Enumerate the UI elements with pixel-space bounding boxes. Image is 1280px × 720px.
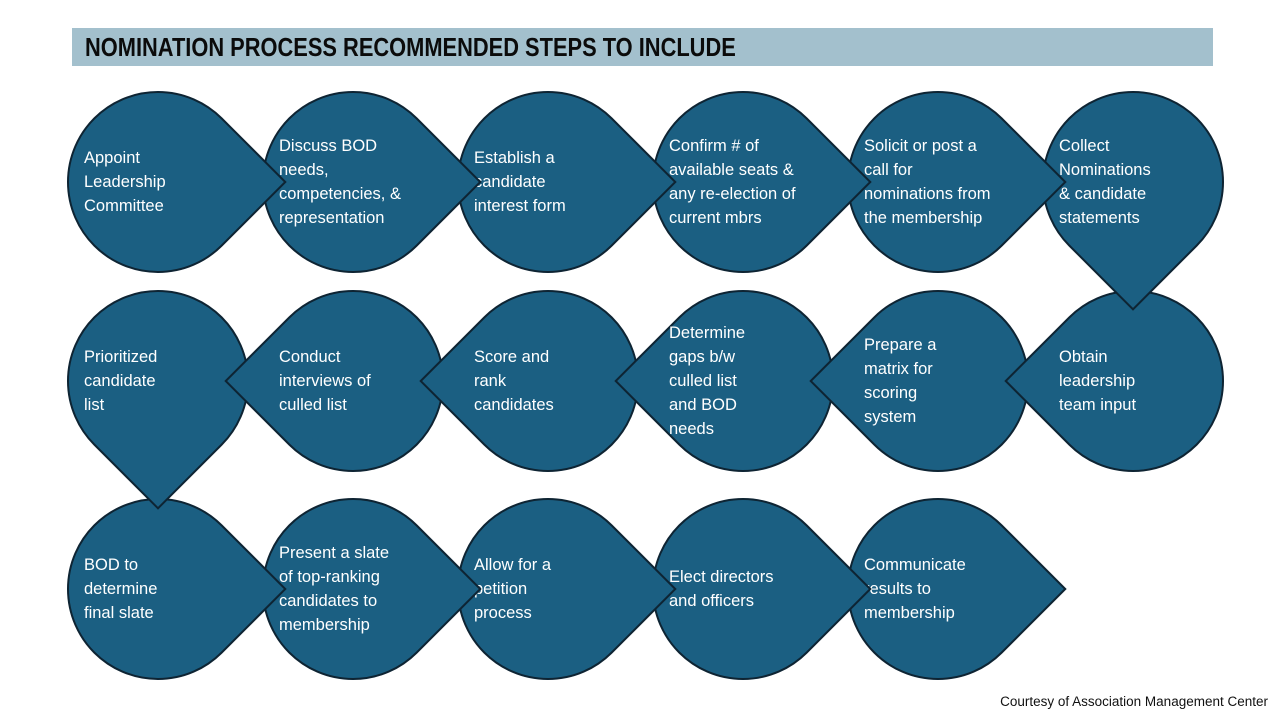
step-node-4: Confirm # of available seats & any re-el… <box>613 52 873 312</box>
title-bar: NOMINATION PROCESS RECOMMENDED STEPS TO … <box>72 28 1213 66</box>
step-node-8: Prepare a matrix for scoring system <box>808 251 1068 511</box>
step-label: Obtain leadership team input <box>1059 348 1137 414</box>
step-node-1: Appoint Leadership Committee <box>28 52 288 312</box>
step-node-13: BOD to determine final slate <box>28 459 288 719</box>
step-label: Discuss BOD needs, competencies, & repre… <box>279 137 401 227</box>
step-label: Score and rank candidates <box>474 348 554 414</box>
step-label: Appoint Leadership Committee <box>84 149 166 215</box>
step-node-10: Score and rank candidates <box>418 251 678 511</box>
step-node-5: Solicit or post a call for nominations f… <box>808 52 1068 312</box>
step-node-15: Allow for a petition process <box>418 459 678 719</box>
step-label: Communicate results to membership <box>864 556 966 622</box>
step-node-16: Elect directors and officers <box>613 459 873 719</box>
step-node-7: Obtain leadership team input <box>1003 251 1263 511</box>
step-node-17: Communicate results to membership <box>808 459 1068 719</box>
step-node-12: Prioritized candidate list <box>28 251 288 511</box>
page-title: NOMINATION PROCESS RECOMMENDED STEPS TO … <box>85 31 736 62</box>
step-node-9: Determine gaps b/w culled list and BOD n… <box>613 251 873 511</box>
credit-text: Courtesy of Association Management Cente… <box>1000 694 1268 709</box>
step-label: Confirm # of available seats & any re-el… <box>669 137 796 227</box>
step-node-3: Establish a candidate interest form <box>418 52 678 312</box>
step-label: Determine gaps b/w culled list and BOD n… <box>669 324 746 438</box>
step-label: BOD to determine final slate <box>84 556 158 622</box>
step-label: Establish a candidate interest form <box>474 149 566 215</box>
step-label: Solicit or post a call for nominations f… <box>864 137 991 227</box>
step-node-11: Conduct interviews of culled list <box>223 251 483 511</box>
step-label: Conduct interviews of culled list <box>279 348 371 414</box>
step-node-2: Discuss BOD needs, competencies, & repre… <box>223 52 483 312</box>
step-label: Prioritized candidate list <box>84 348 158 414</box>
step-label: Allow for a petition process <box>474 556 552 622</box>
step-node-14: Present a slate of top-ranking candidate… <box>223 459 483 719</box>
step-label: Collect Nominations & candidate statemen… <box>1059 137 1151 227</box>
step-label: Prepare a matrix for scoring system <box>864 336 937 426</box>
step-node-6: Collect Nominations & candidate statemen… <box>1003 52 1263 312</box>
step-label: Elect directors and officers <box>669 568 774 610</box>
step-label: Present a slate of top-ranking candidate… <box>279 544 390 634</box>
